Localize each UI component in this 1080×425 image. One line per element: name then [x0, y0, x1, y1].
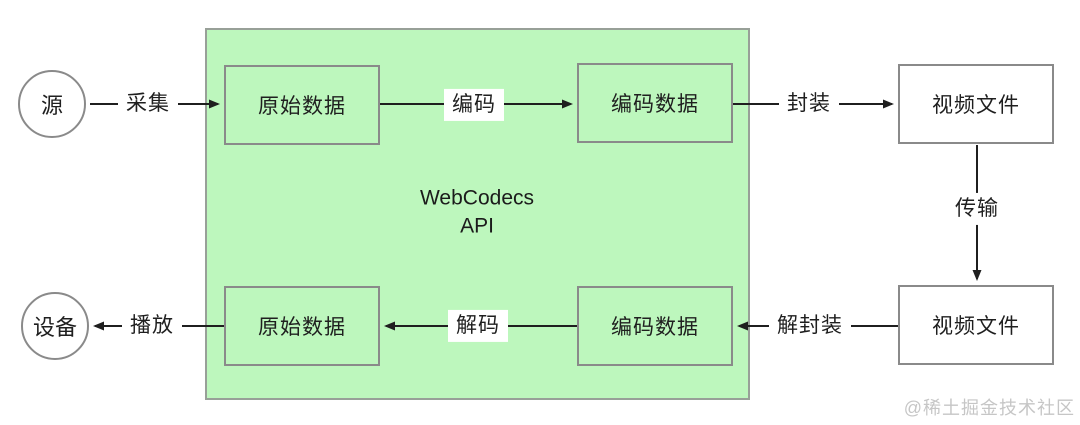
box-video-file-bottom: 视频文件: [898, 285, 1054, 365]
box-raw-data-top: 原始数据: [224, 65, 380, 145]
box-encoded-data-top-label: 编码数据: [611, 93, 699, 116]
box-video-file-top-label: 视频文件: [932, 94, 1020, 117]
node-source-label: 源: [40, 93, 63, 118]
node-source-circle: 源: [18, 70, 86, 138]
panel-title-line2: API: [460, 215, 494, 238]
box-raw-data-bottom: 原始数据: [224, 286, 380, 366]
box-video-file-bottom-label: 视频文件: [932, 315, 1020, 338]
node-device-label: 设备: [32, 315, 77, 340]
box-encoded-data-bottom: 编码数据: [577, 286, 733, 366]
edge-label-play: 播放: [122, 309, 182, 343]
watermark: @稀土掘金技术社区: [903, 398, 1075, 418]
edge-label-capture: 采集: [118, 87, 178, 121]
edge-label-decode: 解码: [448, 309, 508, 343]
edge-label-mux: 封装: [779, 87, 839, 121]
box-encoded-data-top: 编码数据: [577, 63, 733, 143]
node-device-circle: 设备: [21, 292, 89, 360]
box-encoded-data-bottom-label: 编码数据: [611, 316, 699, 339]
box-raw-data-bottom-label: 原始数据: [258, 316, 346, 339]
panel-title: WebCodecs API: [420, 185, 534, 242]
edge-label-demux: 解封装: [769, 309, 851, 343]
box-video-file-top: 视频文件: [898, 64, 1054, 144]
edge-label-encode: 编码: [444, 88, 504, 122]
edge-label-transmit: 传输: [947, 192, 1007, 226]
box-raw-data-top-label: 原始数据: [258, 95, 346, 118]
panel-title-line1: WebCodecs: [419, 186, 535, 210]
